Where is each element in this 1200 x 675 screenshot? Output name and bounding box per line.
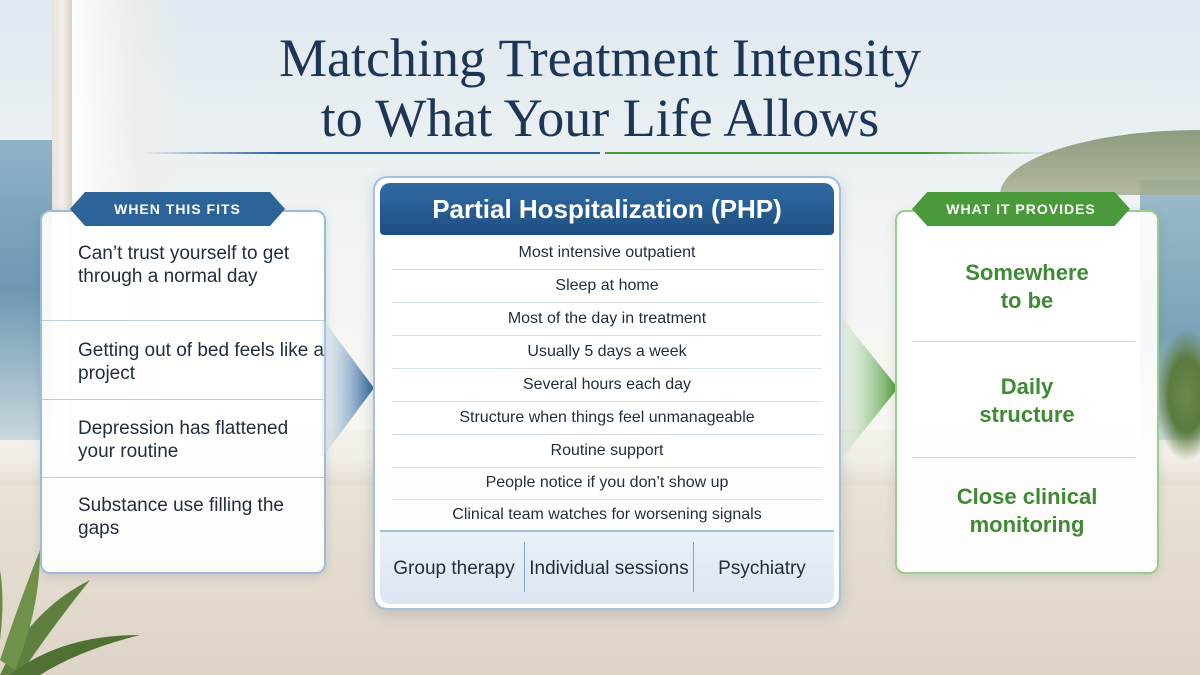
arrow-right-icon-green: [842, 318, 898, 458]
divider: [392, 434, 822, 435]
provides-item: Daily structure: [979, 374, 1075, 427]
what-it-provides-panel: [895, 210, 1159, 574]
services-footer: [380, 530, 834, 604]
divider: [392, 302, 822, 303]
fit-item: Substance use filling the gaps: [78, 495, 284, 539]
service-separator: [524, 542, 525, 592]
php-row: Structure when things feel unmanageable: [459, 409, 755, 426]
plant-left: [0, 550, 140, 675]
fit-item: Getting out of bed feels like a project: [78, 340, 325, 384]
divider: [913, 341, 1135, 342]
service-label: Psychiatry: [718, 557, 806, 579]
provides-item: Somewhere to be: [965, 260, 1089, 313]
php-row: Several hours each day: [522, 376, 692, 393]
plant-right: [1155, 330, 1200, 460]
divider: [392, 368, 822, 369]
what-it-provides-label: WHAT IT PROVIDES: [912, 192, 1130, 226]
divider: [392, 467, 822, 468]
provides-item: Close clinical monitoring: [956, 484, 1098, 537]
page-title: Matching Treatment Intensity to What You…: [0, 28, 1200, 148]
service-group-therapy: Group therapy: [384, 538, 524, 598]
divider: [42, 477, 324, 478]
service-separator: [693, 542, 694, 592]
title-underline-blue: [140, 152, 600, 154]
service-label: Group therapy: [393, 557, 515, 579]
php-row: People notice if you don’t show up: [485, 474, 729, 491]
title-line-2: to What Your Life Allows: [320, 88, 880, 148]
arrow-right-icon-blue: [322, 318, 374, 458]
when-this-fits-label: WHEN THIS FITS: [70, 192, 285, 226]
divider: [913, 457, 1135, 458]
php-row: Usually 5 days a week: [527, 343, 687, 360]
fit-item: Depression has flattened your routine: [78, 418, 289, 462]
divider: [42, 320, 324, 321]
divider: [392, 335, 822, 336]
php-title: Partial Hospitalization (PHP): [380, 183, 834, 235]
divider: [392, 269, 822, 270]
title-line-1: Matching Treatment Intensity: [279, 28, 921, 88]
php-row: Routine support: [550, 442, 664, 459]
php-row: Most of the day in treatment: [507, 310, 707, 327]
divider: [392, 401, 822, 402]
divider: [42, 399, 324, 400]
php-row: Most intensive outpatient: [518, 244, 696, 261]
when-this-fits-panel: [40, 210, 326, 574]
divider: [392, 499, 822, 500]
php-row: Clinical team watches for worsening sign…: [452, 506, 762, 523]
service-individual-sessions: Individual sessions: [525, 538, 693, 598]
fit-item: Can’t trust yourself to get through a no…: [78, 243, 290, 287]
service-label: Individual sessions: [529, 557, 689, 579]
php-row: Sleep at home: [555, 277, 659, 294]
title-underline-green: [605, 152, 1060, 154]
service-psychiatry: Psychiatry: [694, 538, 830, 598]
